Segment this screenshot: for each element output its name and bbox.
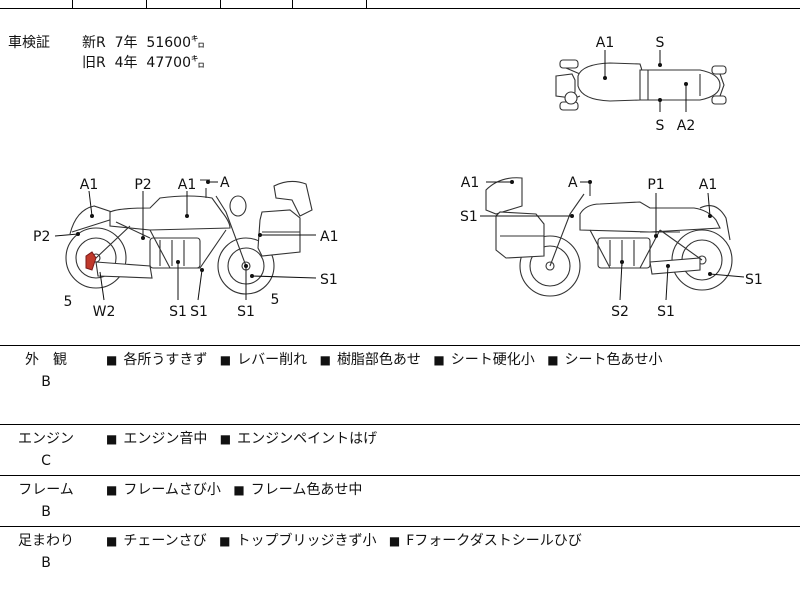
label-a1: A1: [699, 177, 717, 193]
section-engine: エンジン C ■ エンジン音中 ■ エンジンペイントはげ: [0, 424, 800, 475]
label-p2: P2: [134, 177, 151, 193]
label-a2: A2: [677, 118, 695, 134]
top-table-edge: [0, 0, 800, 9]
shaken-old: 旧R 4年 47700㌔: [82, 55, 205, 71]
label-a: A: [220, 175, 230, 191]
label-s1: S1: [169, 304, 187, 320]
square-bullet-icon: ■: [233, 483, 245, 497]
shaken-new: 新R 7年 51600㌔: [82, 35, 205, 51]
square-bullet-icon: ■: [219, 534, 231, 548]
label-w2: W2: [93, 304, 116, 320]
condition-item: 各所うすきず: [123, 352, 208, 368]
label-s1: S1: [190, 304, 208, 320]
condition-item: シート色あせ小: [564, 352, 663, 368]
label-s: S: [656, 118, 665, 134]
motorcycle-top-view: A1 S S A2: [555, 35, 727, 134]
seat-shape: [639, 69, 721, 101]
section-title: 足まわり B: [0, 530, 92, 574]
label-s1: S1: [320, 272, 338, 288]
section-items: ■ エンジン音中 ■ エンジンペイントはげ: [106, 428, 385, 450]
condition-item: チェーンさび: [123, 533, 207, 549]
section-name: 足まわり: [18, 533, 74, 549]
condition-item: レバー削れ: [237, 352, 308, 368]
square-bullet-icon: ■: [106, 483, 118, 497]
square-bullet-icon: ■: [106, 432, 118, 446]
section-items: ■ チェーンさび ■ トップブリッジきず小 ■ Fフォークダストシールひび: [106, 530, 590, 552]
section-title: エンジン C: [0, 428, 92, 472]
square-bullet-icon: ■: [219, 432, 232, 446]
label-5: 5: [64, 294, 73, 310]
tank-shape: [577, 62, 644, 102]
condition-item: エンジンペイントはげ: [237, 431, 378, 447]
shaken-label: 車検証: [8, 35, 50, 51]
section-frame: フレーム B ■ フレームさび小 ■ フレーム色あせ中: [0, 475, 800, 526]
condition-item: トップブリッジきず小: [236, 533, 377, 549]
label-a1: A1: [596, 35, 614, 51]
section-name: フレーム: [18, 482, 74, 498]
condition-item: シート硬化小: [450, 352, 535, 368]
condition-item: エンジン音中: [123, 431, 208, 447]
label-a1: A1: [320, 229, 338, 245]
label-s: S: [656, 35, 665, 51]
section-grade: C: [41, 453, 51, 469]
section-title: 外 観 B: [0, 349, 92, 393]
headlight-shape: [555, 73, 576, 99]
motorcycle-right-view: A1 A P1 A1 S1 S1 S2 S1: [460, 175, 763, 320]
square-bullet-icon: ■: [219, 353, 232, 367]
damage-diagram: A1 S S A2 A1 P2 A1 A P2: [33, 35, 763, 320]
label-s1: S1: [237, 304, 255, 320]
square-bullet-icon: ■: [319, 353, 331, 367]
square-bullet-icon: ■: [547, 353, 559, 367]
label-p2: P2: [33, 229, 50, 245]
section-grade: B: [41, 555, 51, 571]
label-a1: A1: [80, 177, 98, 193]
label-5: 5: [271, 292, 280, 308]
square-bullet-icon: ■: [106, 353, 118, 367]
condition-item: 樹脂部色あせ: [336, 352, 421, 368]
label-a1: A1: [178, 177, 196, 193]
square-bullet-icon: ■: [106, 534, 118, 548]
condition-item: フレームさび小: [123, 482, 221, 498]
section-items: ■ 各所うすきず ■ レバー削れ ■ 樹脂部色あせ ■ シート硬化小 ■ シート色あせ小: [106, 349, 671, 371]
square-bullet-icon: ■: [433, 353, 445, 367]
section-suspension: 足まわり B ■ チェーンさび ■ トップブリッジきず小 ■ Fフォークダストシールひ…: [0, 526, 800, 607]
label-s1: S1: [460, 209, 478, 225]
section-grade: B: [41, 504, 51, 520]
condition-sections: 外 観 B ■ 各所うすきず ■ レバー削れ ■ 樹脂部色あせ ■ シート硬化小 ■ シー…: [0, 345, 800, 607]
section-items: ■ フレームさび小 ■ フレーム色あせ中: [106, 479, 370, 501]
condition-item: Fフォークダストシールひび: [406, 533, 582, 549]
square-bullet-icon: ■: [388, 534, 401, 548]
label-a: A: [568, 175, 578, 191]
section-exterior: 外 観 B ■ 各所うすきず ■ レバー削れ ■ 樹脂部色あせ ■ シート硬化小 ■ シー…: [0, 345, 800, 424]
section-name: エンジン: [18, 431, 74, 447]
label-a1: A1: [461, 175, 479, 191]
section-grade: B: [41, 374, 51, 390]
section-title: フレーム B: [0, 479, 92, 523]
section-name: 外 観: [25, 352, 67, 368]
condition-item: フレーム色あせ中: [250, 482, 363, 498]
label-s1: S1: [657, 304, 675, 320]
label-p1: P1: [647, 177, 664, 193]
damage-marker: [85, 251, 97, 271]
label-s2: S2: [611, 304, 629, 320]
label-s1: S1: [745, 272, 763, 288]
motorcycle-left-view: A1 P2 A1 A P2 A1 S1 5 W2 S1 S1 S1 5: [33, 175, 338, 320]
